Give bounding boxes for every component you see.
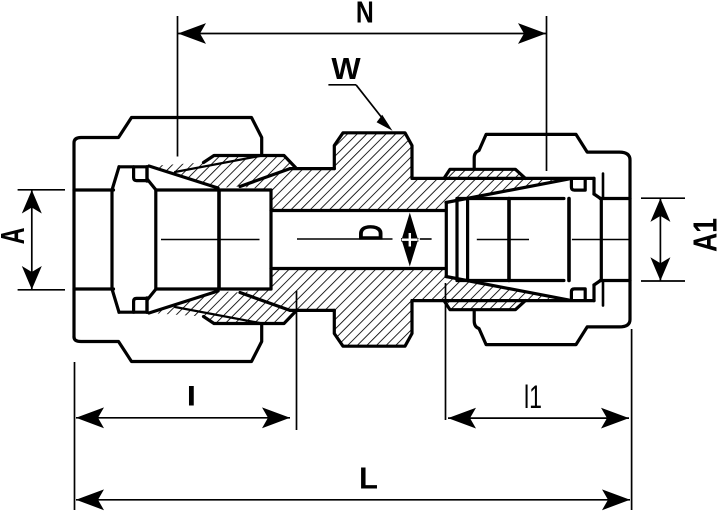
svg-text:A1: A1 xyxy=(688,218,717,252)
svg-text:N: N xyxy=(356,0,374,29)
svg-text:L: L xyxy=(359,461,378,496)
svg-text:D: D xyxy=(352,224,390,241)
svg-text:W: W xyxy=(331,51,361,86)
svg-text:A: A xyxy=(0,227,32,244)
svg-text:l1: l1 xyxy=(524,379,542,415)
svg-text:I: I xyxy=(188,381,196,411)
